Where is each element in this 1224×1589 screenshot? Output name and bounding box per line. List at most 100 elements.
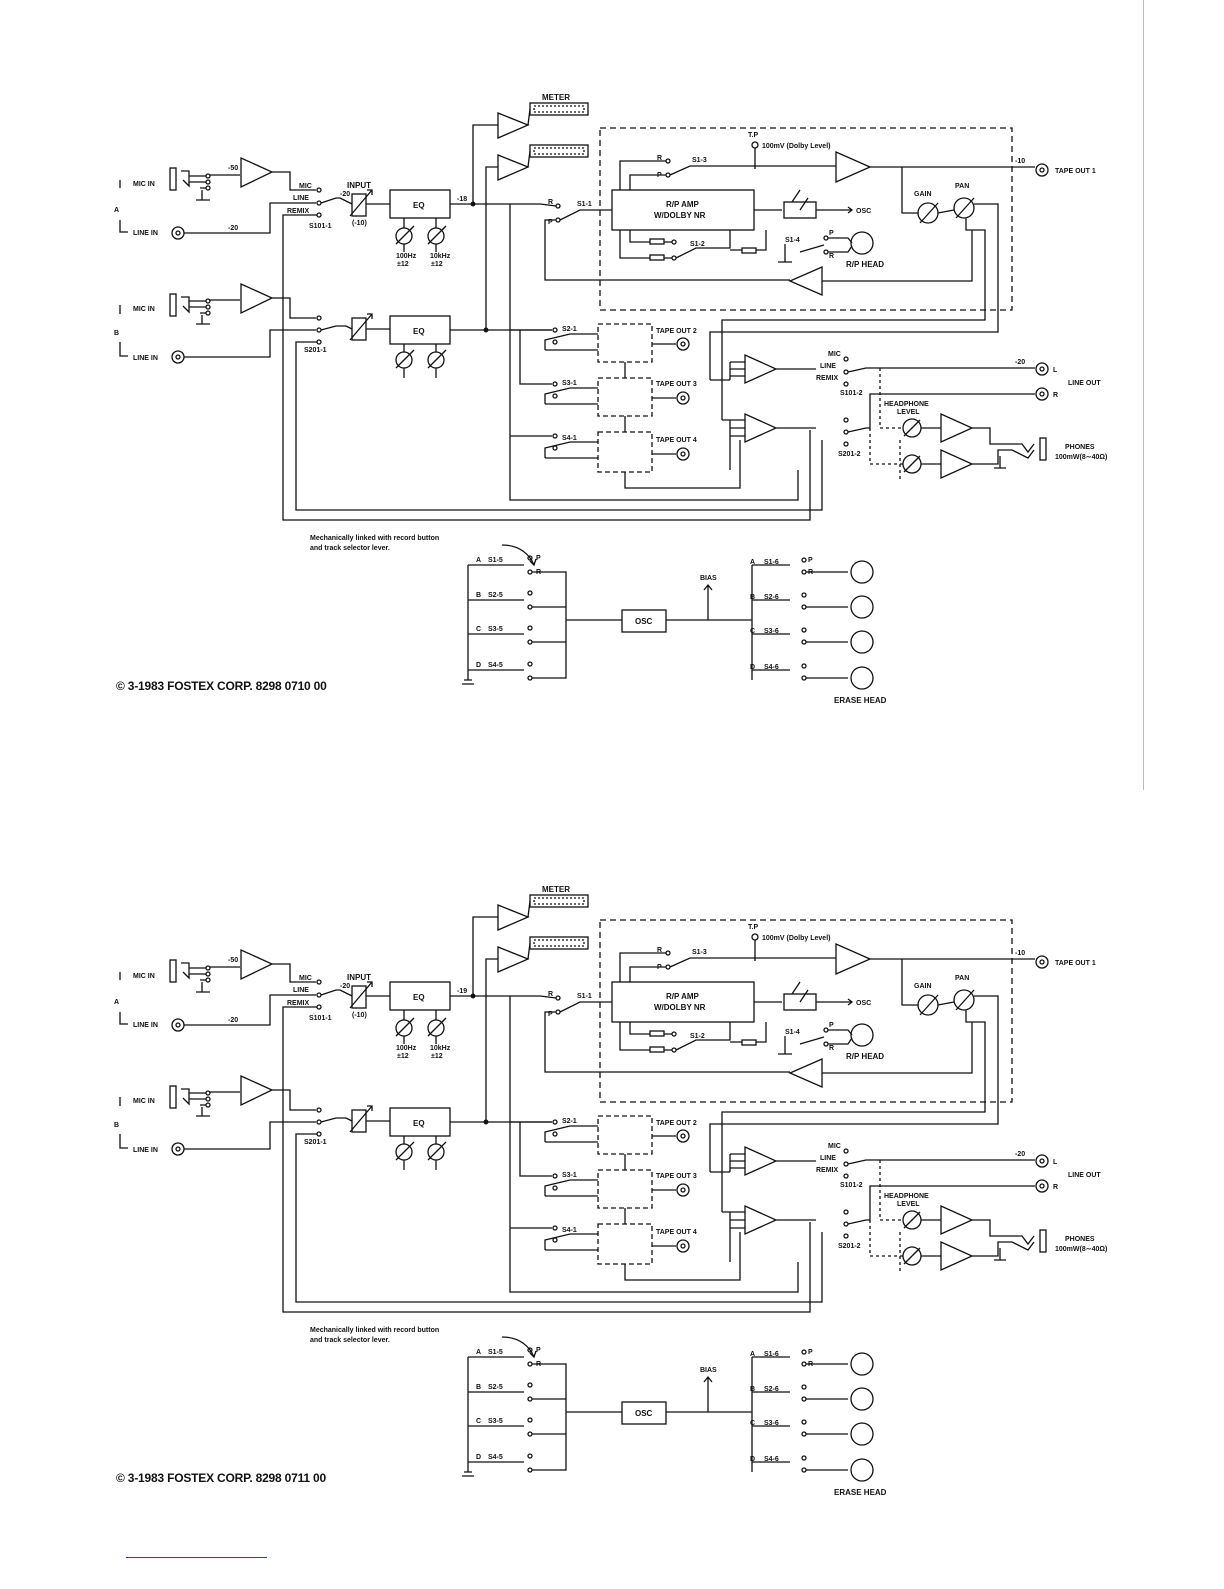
- line-out-r-label: R: [1053, 392, 1058, 399]
- erase-head-label: ERASE HEAD: [834, 1488, 887, 1497]
- s1-4-r-label: R: [829, 253, 834, 260]
- mic-a-gain-label: -50: [228, 165, 238, 172]
- erase-head-a: [850, 1352, 874, 1376]
- switch-s101-1: MIC LINE REMIX S101-1: [282, 975, 811, 1313]
- s1-5-p-label: P: [536, 555, 541, 562]
- s4-6-label: S4-6: [764, 664, 779, 671]
- group-b-label: B: [114, 330, 119, 337]
- mix-amp-l: [744, 1145, 778, 1177]
- rp-head-label: R/P HEAD: [846, 1052, 884, 1061]
- s1-3-r-label: R: [657, 155, 662, 162]
- erase-head-b: [850, 595, 874, 619]
- channel-a-input: A MIC IN -50 LINE IN -20: [114, 948, 316, 1032]
- meter-amp-1: [497, 112, 530, 139]
- erase-head-d: [850, 666, 874, 690]
- s3-1-label: S3-1: [562, 380, 577, 387]
- s1-6-p-label: P: [808, 1349, 813, 1356]
- record-section-1: T.P 100mV (Dolby Level) R P S1-1 R/P AMP…: [539, 919, 1096, 1212]
- tracks-2-4: S2-1 TAPE OUT 2 S3-1 TAPE OUT 3 S4-1 TAP…: [510, 323, 741, 489]
- input-level-label: -20: [340, 983, 350, 990]
- mix-amp-r: [744, 412, 778, 444]
- erase-head-label: ERASE HEAD: [834, 696, 887, 705]
- mic-in-b-label: MIC IN: [133, 1098, 155, 1105]
- sw-b-label: B: [476, 592, 481, 599]
- schematic-svg: METER A MIC IN -50 LINE IN -20 MIC LINE …: [114, 93, 1107, 705]
- rp-amp-block: [611, 189, 755, 231]
- mech-note-1: Mechanically linked with record button: [310, 535, 439, 542]
- line-in-a-label: LINE IN: [133, 1022, 158, 1029]
- dolby-label: W/DOLBY NR: [654, 1003, 706, 1012]
- s1-2-label: S1-2: [690, 241, 705, 248]
- schematic-svg: METER A MIC IN -50 LINE IN -20 MIC LINE …: [114, 885, 1107, 1497]
- tp-level-label: 100mV (Dolby Level): [762, 935, 830, 942]
- sw-line-label: LINE: [293, 195, 309, 202]
- line-in-b-label: LINE IN: [133, 355, 158, 362]
- eq-b-label: EQ: [413, 1119, 425, 1128]
- mixer-section: MIC LINE REMIX S101-2 -20 L R LINE OUT S…: [710, 1143, 1107, 1272]
- line-in-a-jack: [171, 1018, 185, 1032]
- phones-label: PHONES: [1065, 444, 1095, 451]
- s1-4-label: S1-4: [785, 1029, 800, 1036]
- s2-1-label: S2-1: [562, 326, 577, 333]
- sw-c-label: C: [476, 1418, 481, 1425]
- s201-2-label: S201-2: [838, 451, 861, 458]
- erase-head-c: [850, 630, 874, 654]
- line-out-level: -20: [1015, 359, 1025, 366]
- pan-knob: [953, 197, 975, 219]
- meter: METER: [529, 93, 589, 158]
- phones-spec: 100mW(8∼40Ω): [1055, 454, 1107, 461]
- s2-6-label: S2-6: [764, 1386, 779, 1393]
- line-out-l-jack: [1035, 1154, 1049, 1168]
- s1-1-label: S1-1: [577, 993, 592, 1000]
- tape-out-3-label: TAPE OUT 3: [656, 1173, 697, 1180]
- sw-remix-label: REMIX: [287, 208, 310, 215]
- mic-jack-a: [169, 959, 177, 983]
- line-out-l-jack: [1035, 362, 1049, 376]
- line-in-a-jack: [171, 226, 185, 240]
- s1-6-label: S1-6: [764, 1351, 779, 1358]
- tape-out-4-label: TAPE OUT 4: [656, 437, 697, 444]
- meter-label: METER: [542, 885, 570, 894]
- rp-head: [850, 1023, 874, 1047]
- pan-label: PAN: [955, 975, 969, 982]
- erase-bias-section: Mechanically linked with record button a…: [310, 535, 887, 705]
- sw-a-label: A: [476, 1349, 481, 1356]
- sw2-c-label: C: [750, 628, 755, 635]
- rec-out-amp: [835, 151, 872, 183]
- tape-out-1-label: TAPE OUT 1: [1055, 960, 1096, 967]
- s1-1-r-label: R: [548, 199, 553, 206]
- rp-head: [850, 231, 874, 255]
- mic-a-gain-label: -50: [228, 957, 238, 964]
- sw-d-label: D: [476, 1454, 481, 1461]
- group-a-label: A: [114, 999, 119, 1006]
- sw-b-label: B: [476, 1384, 481, 1391]
- s1-1-p-label: P: [548, 219, 553, 226]
- phones-spec: 100mW(8∼40Ω): [1055, 1246, 1107, 1253]
- s2-1-label: S2-1: [562, 1118, 577, 1125]
- input-trim: INPUT -20 (-10): [339, 181, 390, 227]
- mic-amp-a: [240, 948, 274, 981]
- osc-label: OSC: [635, 617, 653, 626]
- s101-2-label: S101-2: [840, 390, 863, 397]
- eq-low-label: 100Hz: [396, 253, 417, 260]
- mic-in-b-label: MIC IN: [133, 306, 155, 313]
- s1-5-label: S1-5: [488, 1349, 503, 1356]
- switch-s101-1: MIC LINE REMIX S101-1: [282, 183, 811, 521]
- meter-amp-2: [497, 154, 530, 181]
- headphone-label: HEADPHONE: [884, 401, 929, 408]
- eq-high-gain: ±12: [431, 261, 443, 268]
- sw2-c-label: C: [750, 1420, 755, 1427]
- sw2-b-label: B: [750, 1386, 755, 1393]
- phones-amp-l: [940, 1204, 974, 1236]
- sw-mic-label: MIC: [299, 975, 312, 982]
- input-label: INPUT: [347, 181, 371, 190]
- mix-line-label: LINE: [820, 1155, 836, 1162]
- s101-1-label: S101-1: [309, 1015, 332, 1022]
- line-out-r-label: R: [1053, 1184, 1058, 1191]
- sw-c-label: C: [476, 626, 481, 633]
- phones-jack: [1039, 1229, 1047, 1253]
- level-label: LEVEL: [897, 1201, 920, 1208]
- phones-amp-l: [940, 412, 974, 444]
- sw2-b-label: B: [750, 594, 755, 601]
- mix-remix-label: REMIX: [816, 375, 839, 382]
